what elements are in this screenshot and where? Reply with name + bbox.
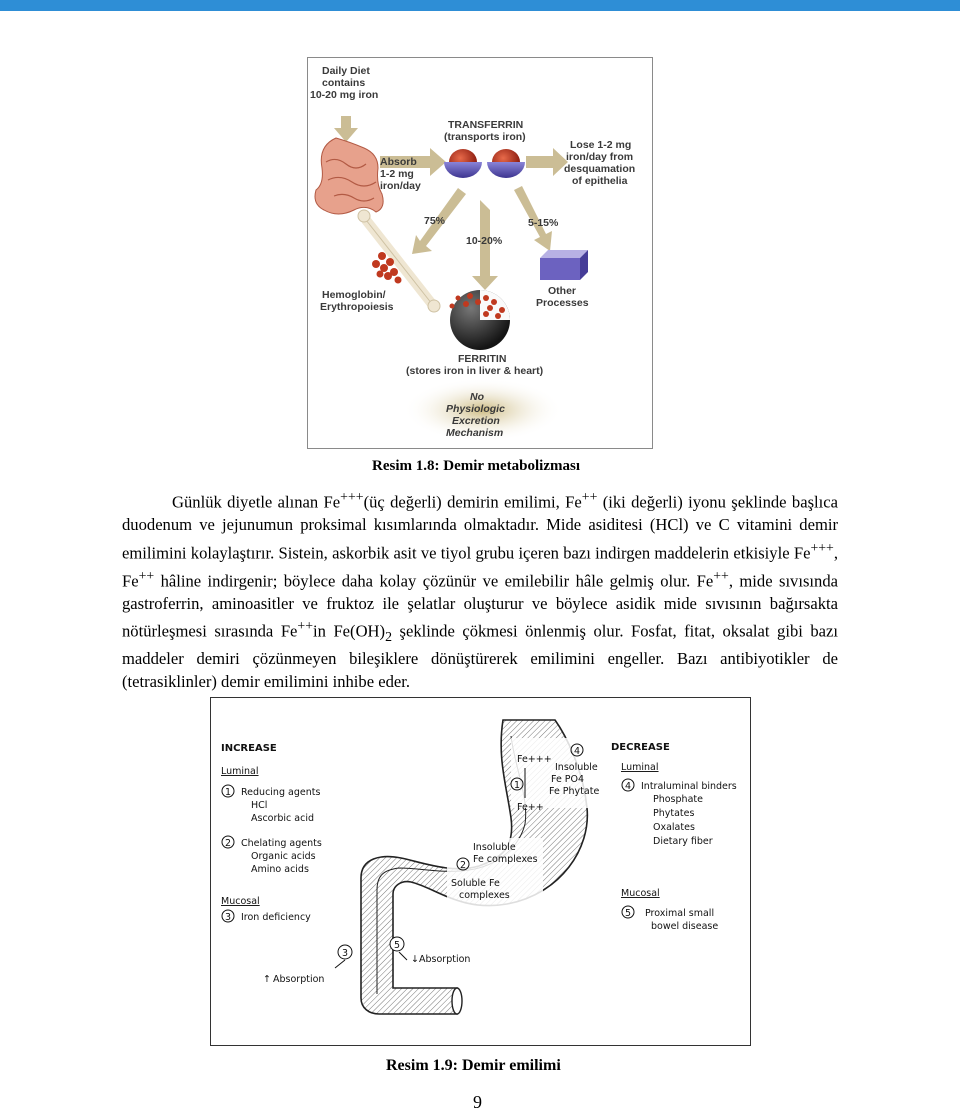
transferrin-icon [444, 149, 525, 178]
flow-arrows [334, 116, 568, 290]
insoluble-top: Insoluble [555, 762, 598, 773]
svg-text:↑: ↑ [263, 974, 271, 985]
pct-75: 75% [424, 215, 446, 227]
other-label: Other [548, 285, 576, 297]
intestine-icon [314, 137, 384, 215]
lose-label: Lose 1-2 mg [570, 139, 631, 151]
luminal-left: Luminal [221, 766, 259, 777]
svg-text:1: 1 [225, 787, 231, 798]
svg-text:5: 5 [394, 940, 400, 951]
chelating-agents: Chelating agents [241, 838, 322, 849]
svg-text:3: 3 [225, 912, 231, 923]
insoluble-mid: Insoluble [473, 842, 516, 853]
absorption-increase: Absorption [273, 974, 324, 985]
cube-icon [540, 250, 588, 280]
absorption-decrease: Absorption [419, 954, 470, 965]
mucosal-left: Mucosal [221, 896, 260, 907]
page-number: 9 [473, 1092, 482, 1112]
body-paragraph: Günlük diyetle alınan Fe+++(üç değerli) … [122, 489, 838, 691]
svg-text:2: 2 [460, 860, 466, 871]
fe3-label: Fe+++ [517, 754, 552, 765]
svg-text:4: 4 [574, 746, 580, 757]
svg-text:5: 5 [625, 908, 631, 919]
pct-5-15: 5-15% [528, 217, 559, 229]
soluble-complexes: Soluble Fe [451, 878, 500, 889]
ferritin-icon [449, 290, 510, 350]
proximal-bowel: Proximal small [645, 908, 714, 919]
decrease-title: DECREASE [611, 742, 670, 753]
glow-background [403, 378, 563, 442]
figure-caption-1: Resim 1.8: Demir metabolizması [372, 458, 581, 474]
reducing-agents: Reducing agents [241, 787, 320, 798]
pct-10-20: 10-20% [466, 235, 503, 247]
top-accent-bar [0, 0, 960, 11]
svg-text:3: 3 [342, 948, 348, 959]
absorb-label: Absorb [380, 156, 417, 168]
ferritin-label: FERRITIN [458, 353, 506, 365]
svg-text:1: 1 [514, 780, 520, 791]
transferrin-label: TRANSFERRIN [448, 119, 523, 131]
fe2-label: Fe++ [517, 802, 544, 813]
svg-text:Hemoglobin/Erythropoiesis: Hemoglobin/Erythropoiesis [320, 289, 394, 313]
svg-text:2: 2 [225, 838, 231, 849]
iron-deficiency: Iron deficiency [241, 912, 311, 923]
daily-diet-1: Daily Diet [322, 65, 370, 77]
svg-text:FERRITIN(stores iron in liver: FERRITIN(stores iron in liver & heart) [406, 353, 543, 377]
increase-title: INCREASE [221, 743, 277, 754]
luminal-right: Luminal [621, 762, 659, 773]
svg-text:TRANSFERRIN(transports iron): TRANSFERRIN(transports iron) [444, 119, 526, 143]
hemoglobin-label: Hemoglobin/ [322, 289, 386, 301]
no-excretion-label: No [470, 391, 485, 403]
svg-text:4: 4 [625, 781, 631, 792]
bone-marrow-icon [357, 209, 441, 313]
intraluminal-binders: Intraluminal binders [641, 781, 737, 792]
svg-text:↓: ↓ [411, 954, 419, 965]
mucosal-right: Mucosal [621, 888, 660, 899]
figure-caption-2: Resim 1.9: Demir emilimi [386, 1057, 561, 1074]
